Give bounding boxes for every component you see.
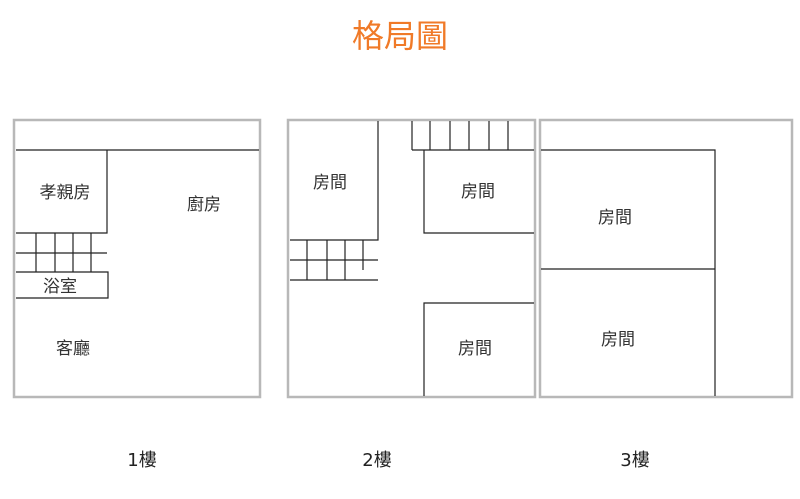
room-label-room-2a: 房間 [313,173,347,193]
floor-1-plan: 孝親房 廚房 浴室 客廳 [12,118,262,399]
room-label-kitchen: 廚房 [187,194,221,215]
floor-2-plan: 房間 房間 房間 [286,118,537,399]
room-label-room-3a: 房間 [598,208,632,228]
floor-2-left-stairs [290,240,378,281]
room-label-room-2c: 房間 [458,339,492,359]
floor-2-top-stairs [411,121,534,151]
floor-label-3: 3樓 [620,450,649,471]
room-label-elder-room: 孝親房 [40,183,91,203]
room-label-living-room: 客廳 [56,339,90,359]
diagram-title: 格局圖 [352,17,448,55]
floor-3-plan: 房間 房間 [538,118,794,399]
floor-label-1: 1樓 [127,450,156,471]
room-label-room-2b: 房間 [461,182,495,202]
room-label-room-3b: 房間 [601,330,635,350]
floor-1-stairs [16,233,107,272]
room-label-bathroom: 浴室 [43,277,77,297]
floor-2-outline [286,118,537,399]
floor-1-outline [12,118,262,399]
floor-3-outline [538,118,794,399]
floor-label-2: 2樓 [362,450,391,471]
